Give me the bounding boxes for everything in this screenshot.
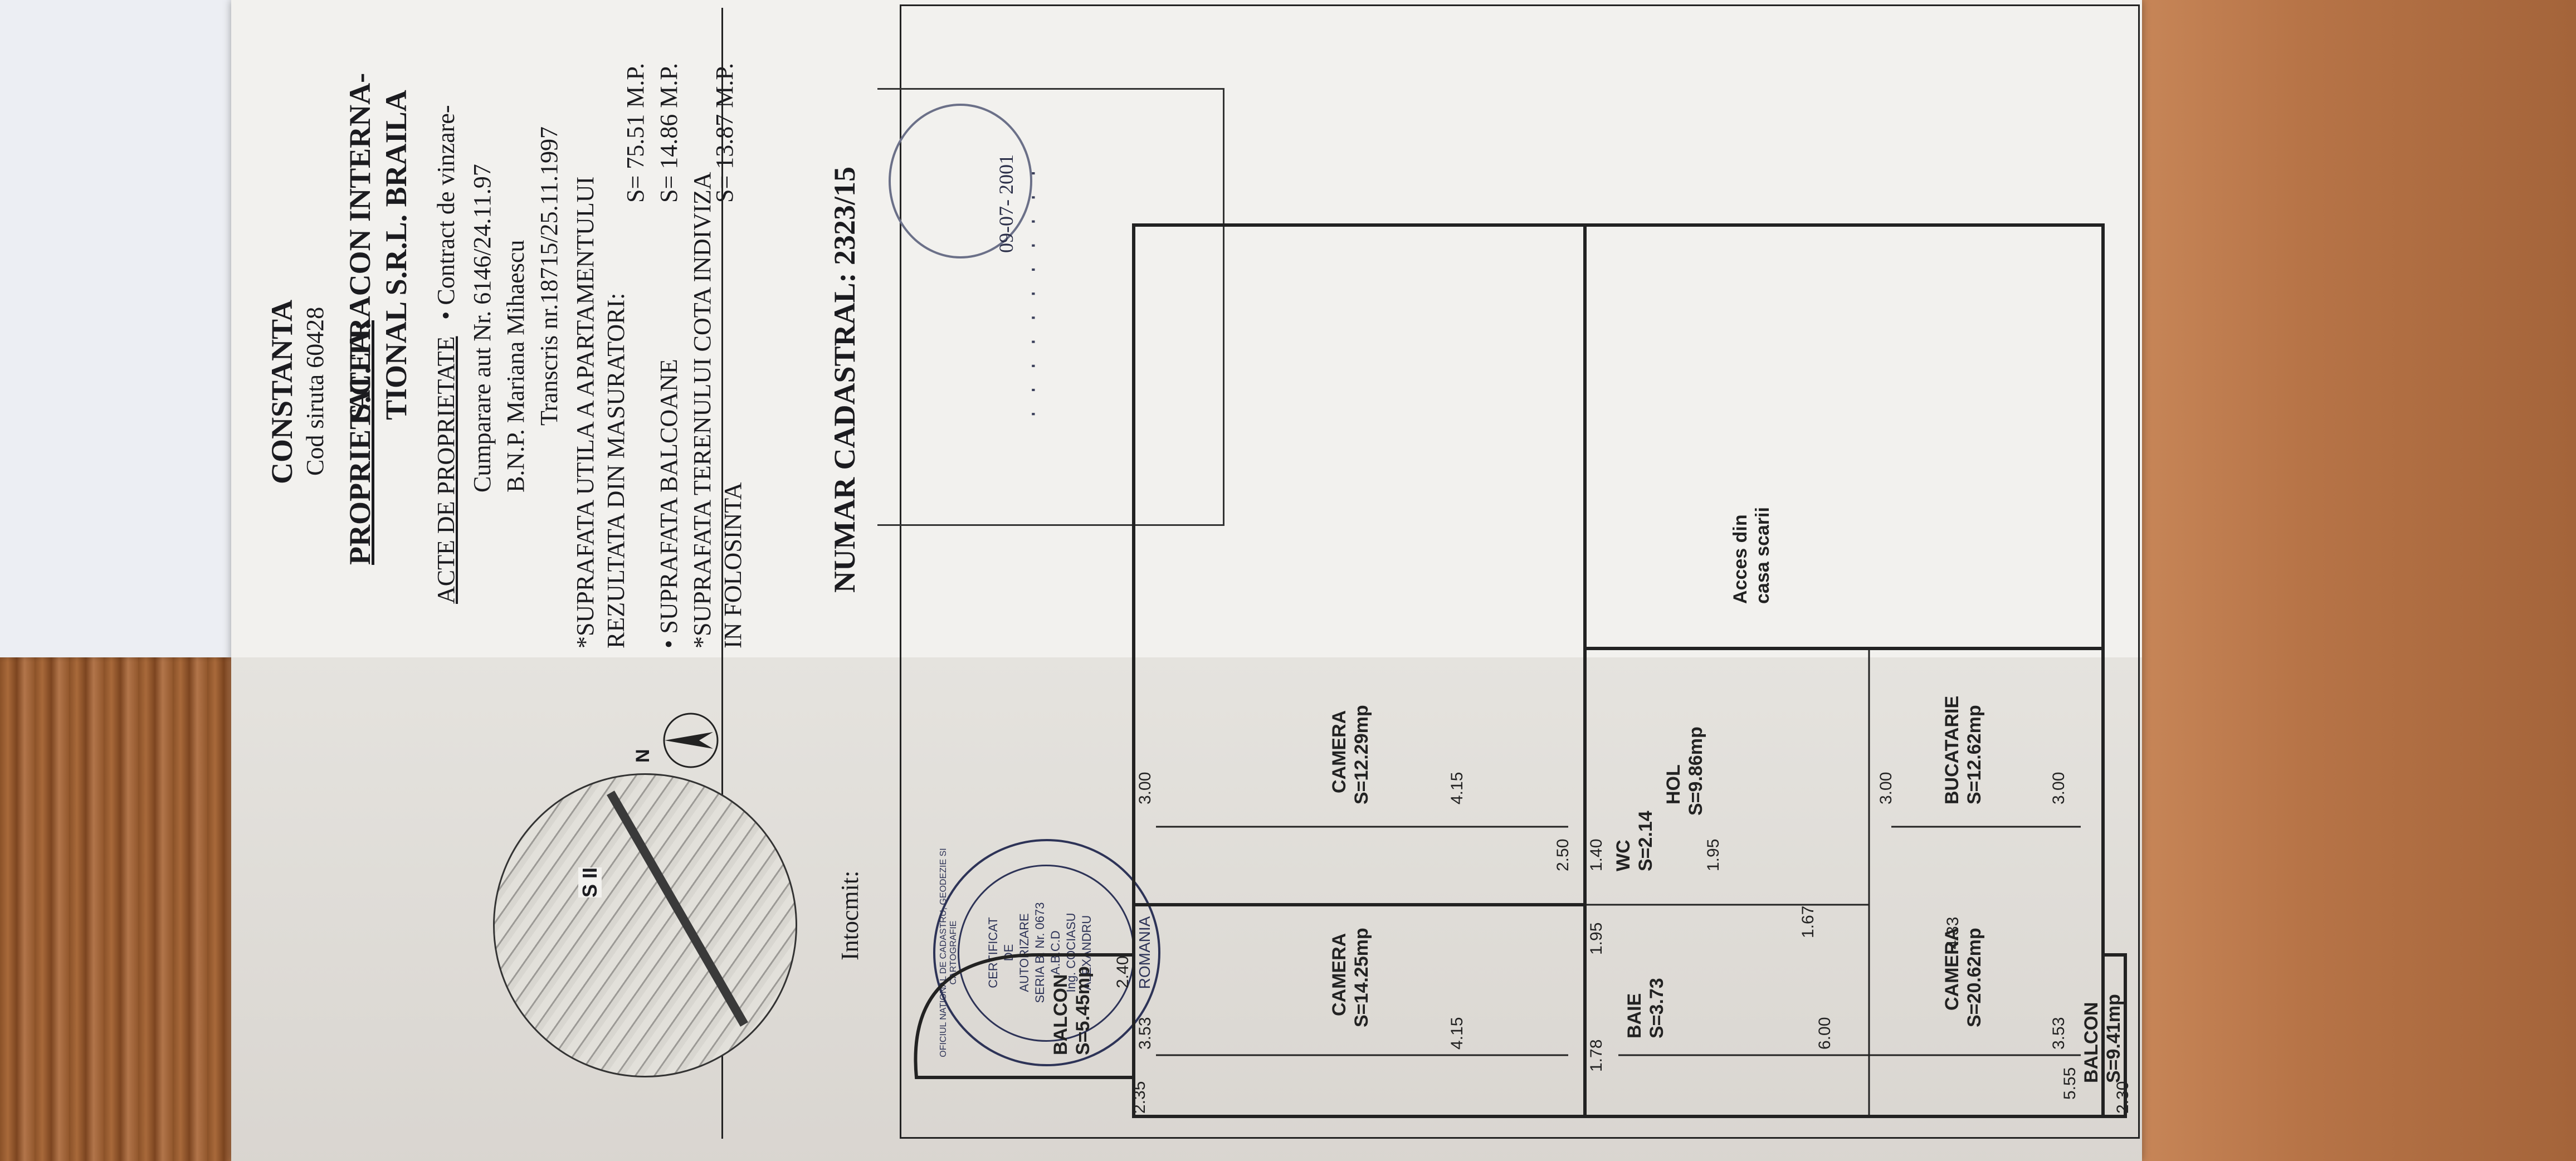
balcony-surface-value: S= 14.86 M.P. [655,62,682,203]
prepared-by-label: Intocmit: [836,870,863,960]
map-sector-label: S II [578,867,602,897]
room-baie-name: BAIE [1624,993,1645,1038]
dim-18: 2.35 [1130,1081,1149,1114]
cadastral-number: NUMAR CADASTRAL: 2323/15 [828,167,861,593]
room-bucatarie-area: S=12.62mp [1964,705,1985,804]
dim-9: 1.67 [1799,906,1817,938]
land-share-l1: *SUPRAFATA TERENULUI COTA INDIVIZA [689,172,716,648]
dim-2: 4.15 [1448,1017,1466,1050]
useful-surface-l1: *SUPRAFATA UTILA A APARTAMENTULUI [572,176,599,648]
owner-line1: S.C. TRACON INTERNA- [343,72,377,420]
room-camera1-area: S=14.25mp [1351,928,1372,1027]
siruta-code: Cod siruta 60428 [301,306,329,476]
room-hol-area: S=9.86mp [1685,726,1706,816]
location-map: S II [493,773,797,1077]
dim-3: 4.15 [1448,772,1466,804]
room-baie-area: S=3.73 [1646,978,1667,1038]
access-line1: Acces din [1730,514,1751,604]
dim-15: 2.40 [1114,956,1132,988]
room-camera2-name: CAMERA [1329,710,1350,793]
city-name: CONSTANTA [265,299,299,484]
room-balcon-bottom-area: S=9.41mp [2103,994,2124,1083]
acts-label: ACTE DE PROPRIETATE [432,336,460,604]
room-camera3-area: S=20.62mp [1964,928,1985,1027]
room-camera2-area: S=12.29mp [1351,705,1372,804]
room-balcon-top-name: BALCON [1050,974,1071,1055]
dim-1: 3.00 [1136,772,1154,804]
room-balcon-bottom-name: BALCON [2081,1002,2102,1083]
dim-16: 2.30 [2114,1081,2132,1114]
room-camera3-name: CAMERA [1941,928,1963,1011]
acts-line4: Transcris nr.18715/25.11.1997 [535,126,563,426]
room-bucatarie-name: BUCATARIE [1941,696,1963,804]
north-letter: N [632,749,653,763]
bottom-balcony-outline [2103,953,2127,1118]
land-share-value: S= 13.87 M.P. [711,62,738,203]
dim-17: 5.55 [2061,1067,2079,1100]
dim-13: 3.53 [2050,1017,2068,1050]
balcony-surface-label: • SUPRAFATA BALCOANE [655,359,682,648]
useful-surface-value: S= 75.51 M.P. [622,62,649,203]
acts-line1: • Contract de vinzare- [432,105,460,320]
useful-surface-l2: REZULTATA DIN MASURATORI: [602,292,630,648]
room-wc-name: WC [1613,840,1634,871]
dim-5: 1.78 [1587,1040,1606,1072]
dim-14: 3.00 [2050,772,2068,804]
top-balcony-outline [914,953,1134,1079]
dim-10: 6.00 [1816,1017,1834,1050]
room-wc-area: S=2.14 [1635,811,1656,871]
dim-8: 1.95 [1704,839,1723,871]
cadastral-document: CONSTANTA Cod siruta 60428 PROPRIETATEA:… [231,0,2142,1161]
acts-line3: B.N.P. Mariana Mihaescu [502,240,529,492]
access-line2: casa scarii [1752,507,1773,604]
dim-12: 3.00 [1877,772,1895,804]
floor-plan: BALCON S=5.45mp CAMERA S=14.25mp CAMERA … [914,223,2132,1118]
dim-0: 3.53 [1136,1017,1154,1050]
room-camera1-name: CAMERA [1329,933,1350,1016]
apartment-outline [1132,223,2105,1118]
dim-11: 4.33 [1944,917,1962,949]
room-hol-name: HOL [1663,764,1684,804]
owner-line2: TIONAL S.R.L. BRAILA [379,90,413,420]
dim-4: 2.50 [1554,839,1572,871]
north-arrow-icon [663,713,719,768]
room-balcon-top-area: S=5.45mp [1072,966,1094,1055]
wooden-table-edge [2117,0,2576,1161]
acts-line2: Cumparare aut Nr. 6146/24.11.97 [469,164,496,492]
dim-7: 1.40 [1587,839,1606,871]
dim-6: 1.95 [1587,923,1606,955]
